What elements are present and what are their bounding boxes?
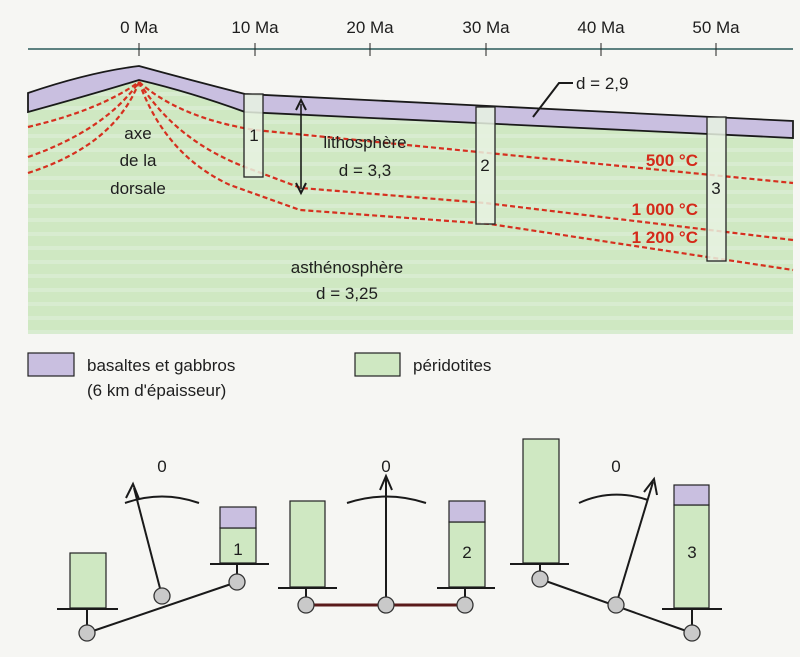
ridge-label: dorsale — [110, 179, 166, 198]
legend-swatch-peridotite — [354, 352, 401, 377]
leader-line — [532, 82, 573, 118]
column-label: 1 — [249, 126, 258, 145]
asthenosphere-density: d = 3,25 — [316, 284, 378, 303]
ridge-label: de la — [120, 151, 157, 170]
legend-label: (6 km d'épaisseur) — [87, 381, 226, 400]
lithosphere-label: lithosphère — [323, 133, 406, 152]
isotherm-label: 1 200 °C — [632, 228, 698, 247]
balance-1: 0 1 — [57, 457, 269, 642]
tick-label: 40 Ma — [577, 18, 625, 37]
balance-column-label: 1 — [233, 540, 242, 559]
column-label: 2 — [480, 156, 489, 175]
balance-2: 0 2 — [278, 457, 495, 614]
asthenosphere-label: asthénosphère — [291, 258, 403, 277]
lithosphere-thickness-arrow — [295, 97, 307, 196]
balance-column-label: 3 — [687, 543, 696, 562]
legend: basaltes et gabbros (6 km d'épaisseur) p… — [27, 352, 491, 400]
oceanic-crust — [27, 65, 794, 139]
tick-label: 10 Ma — [231, 18, 279, 37]
isotherm-label: 1 000 °C — [632, 200, 698, 219]
balance-zero: 0 — [157, 457, 166, 476]
tick-label: 20 Ma — [346, 18, 394, 37]
ridge-label: axe — [124, 124, 151, 143]
crust-density: d = 2,9 — [576, 74, 628, 93]
tick-label: 50 Ma — [692, 18, 740, 37]
legend-label: basaltes et gabbros — [87, 356, 235, 375]
balance-column-label: 2 — [462, 543, 471, 562]
column-label: 3 — [711, 179, 720, 198]
balance-3: 0 3 — [510, 438, 722, 642]
tick-label: 30 Ma — [462, 18, 510, 37]
balance-zero: 0 — [611, 457, 620, 476]
legend-swatch-basalt — [27, 352, 75, 377]
column-2 — [475, 106, 496, 225]
column-1 — [243, 93, 264, 178]
isotherm-label: 500 °C — [646, 151, 698, 170]
tick-label: 0 Ma — [120, 18, 158, 37]
sample-columns: 1 2 3 — [243, 93, 727, 262]
balance-zero: 0 — [381, 457, 390, 476]
legend-label: péridotites — [413, 356, 491, 375]
column-3 — [706, 116, 727, 262]
lithosphere-density: d = 3,3 — [339, 161, 391, 180]
time-axis: 0 Ma 10 Ma 20 Ma 30 Ma 40 Ma 50 Ma — [28, 18, 793, 56]
